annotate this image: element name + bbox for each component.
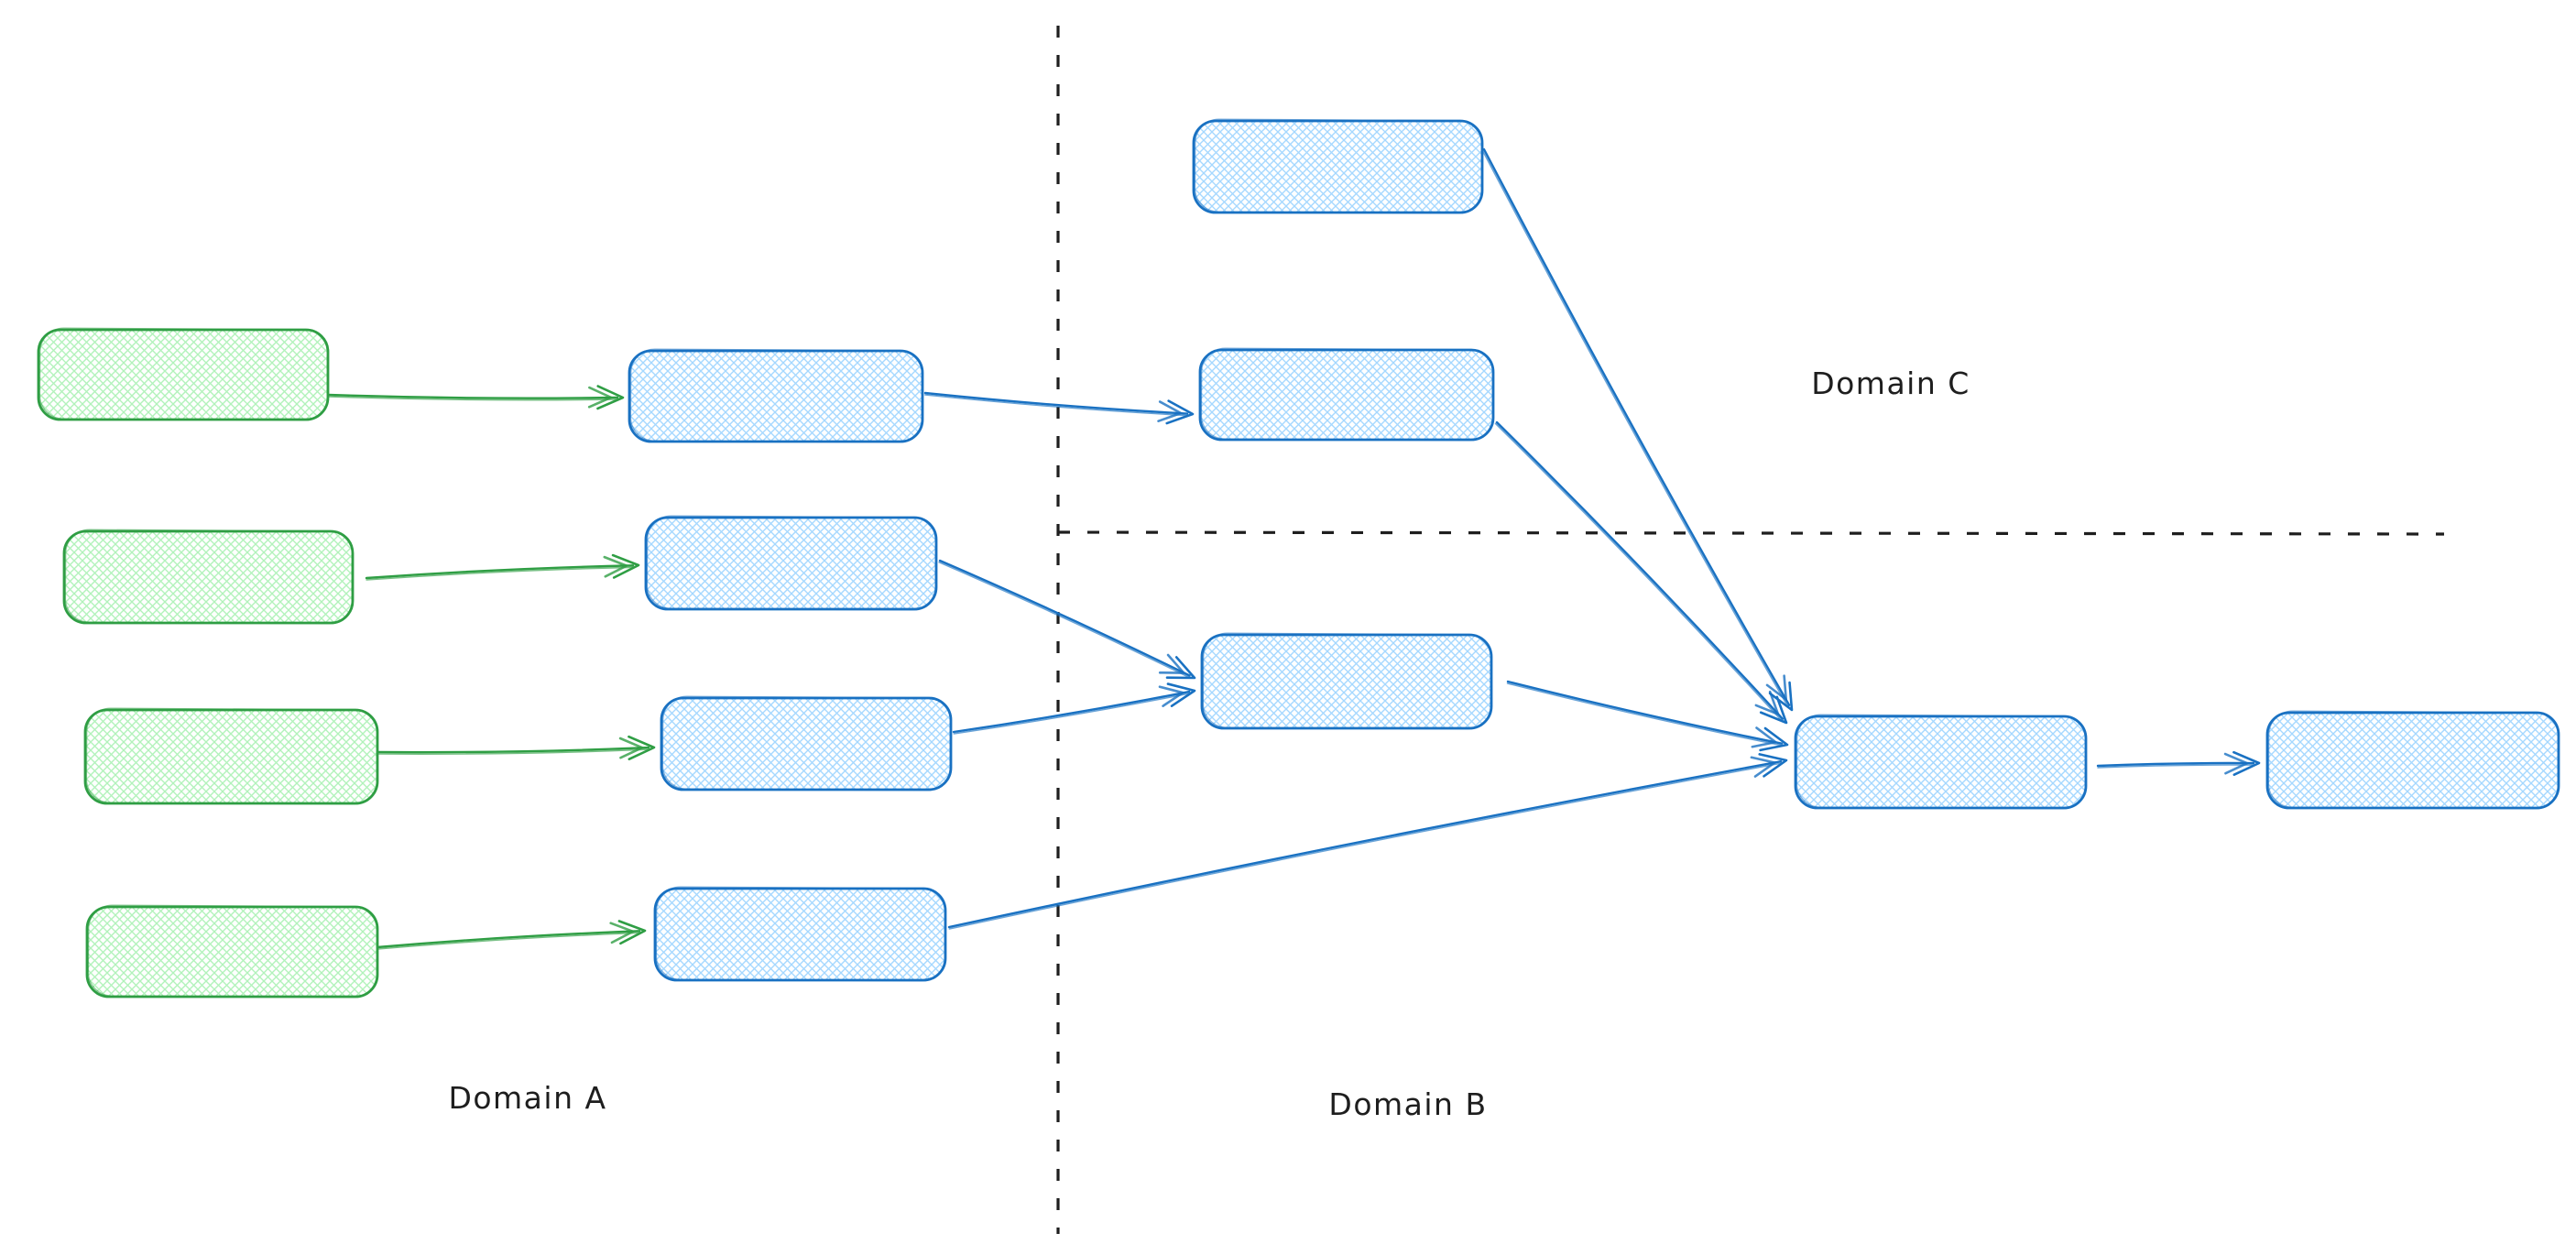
domain-b-label[interactable]: Domain B	[1328, 1086, 1487, 1122]
blue-box-a3[interactable]	[660, 695, 953, 791]
arrow-c2-hub[interactable]	[1494, 420, 1788, 725]
green-box-3[interactable]	[83, 707, 379, 805]
arrow-green-3[interactable]	[376, 735, 656, 760]
arrow-green-1[interactable]	[326, 385, 625, 410]
arrow-b1-hub[interactable]	[1506, 680, 1789, 752]
arrow-a1-c2[interactable]	[923, 391, 1195, 425]
blue-box-out[interactable]	[2265, 710, 2560, 810]
blue-box-a4[interactable]	[653, 886, 947, 982]
arrow-c1-hub[interactable]	[1481, 147, 1794, 712]
blue-box-c2[interactable]	[1198, 347, 1495, 442]
green-box-4[interactable]	[85, 904, 379, 999]
divider-horizontal[interactable]	[1057, 530, 2445, 536]
blue-box-a1[interactable]	[628, 348, 924, 443]
green-box-2[interactable]	[62, 529, 355, 625]
arrow-a2-b1[interactable]	[938, 559, 1196, 680]
green-box-1[interactable]	[37, 327, 330, 421]
domain-c-label[interactable]: Domain C	[1811, 366, 1970, 401]
arrow-a3-b1[interactable]	[952, 682, 1196, 735]
blue-box-hub[interactable]	[1794, 714, 2088, 810]
arrow-green-2[interactable]	[365, 553, 640, 581]
arrow-green-4[interactable]	[376, 920, 647, 950]
blue-box-a2[interactable]	[644, 515, 938, 611]
arrow-a4-hub[interactable]	[947, 753, 1788, 930]
domain-a-label[interactable]: Domain A	[448, 1080, 606, 1116]
arrow-hub-out[interactable]	[2096, 750, 2261, 776]
blue-box-b1[interactable]	[1200, 632, 1493, 730]
blue-box-c1[interactable]	[1192, 118, 1484, 214]
